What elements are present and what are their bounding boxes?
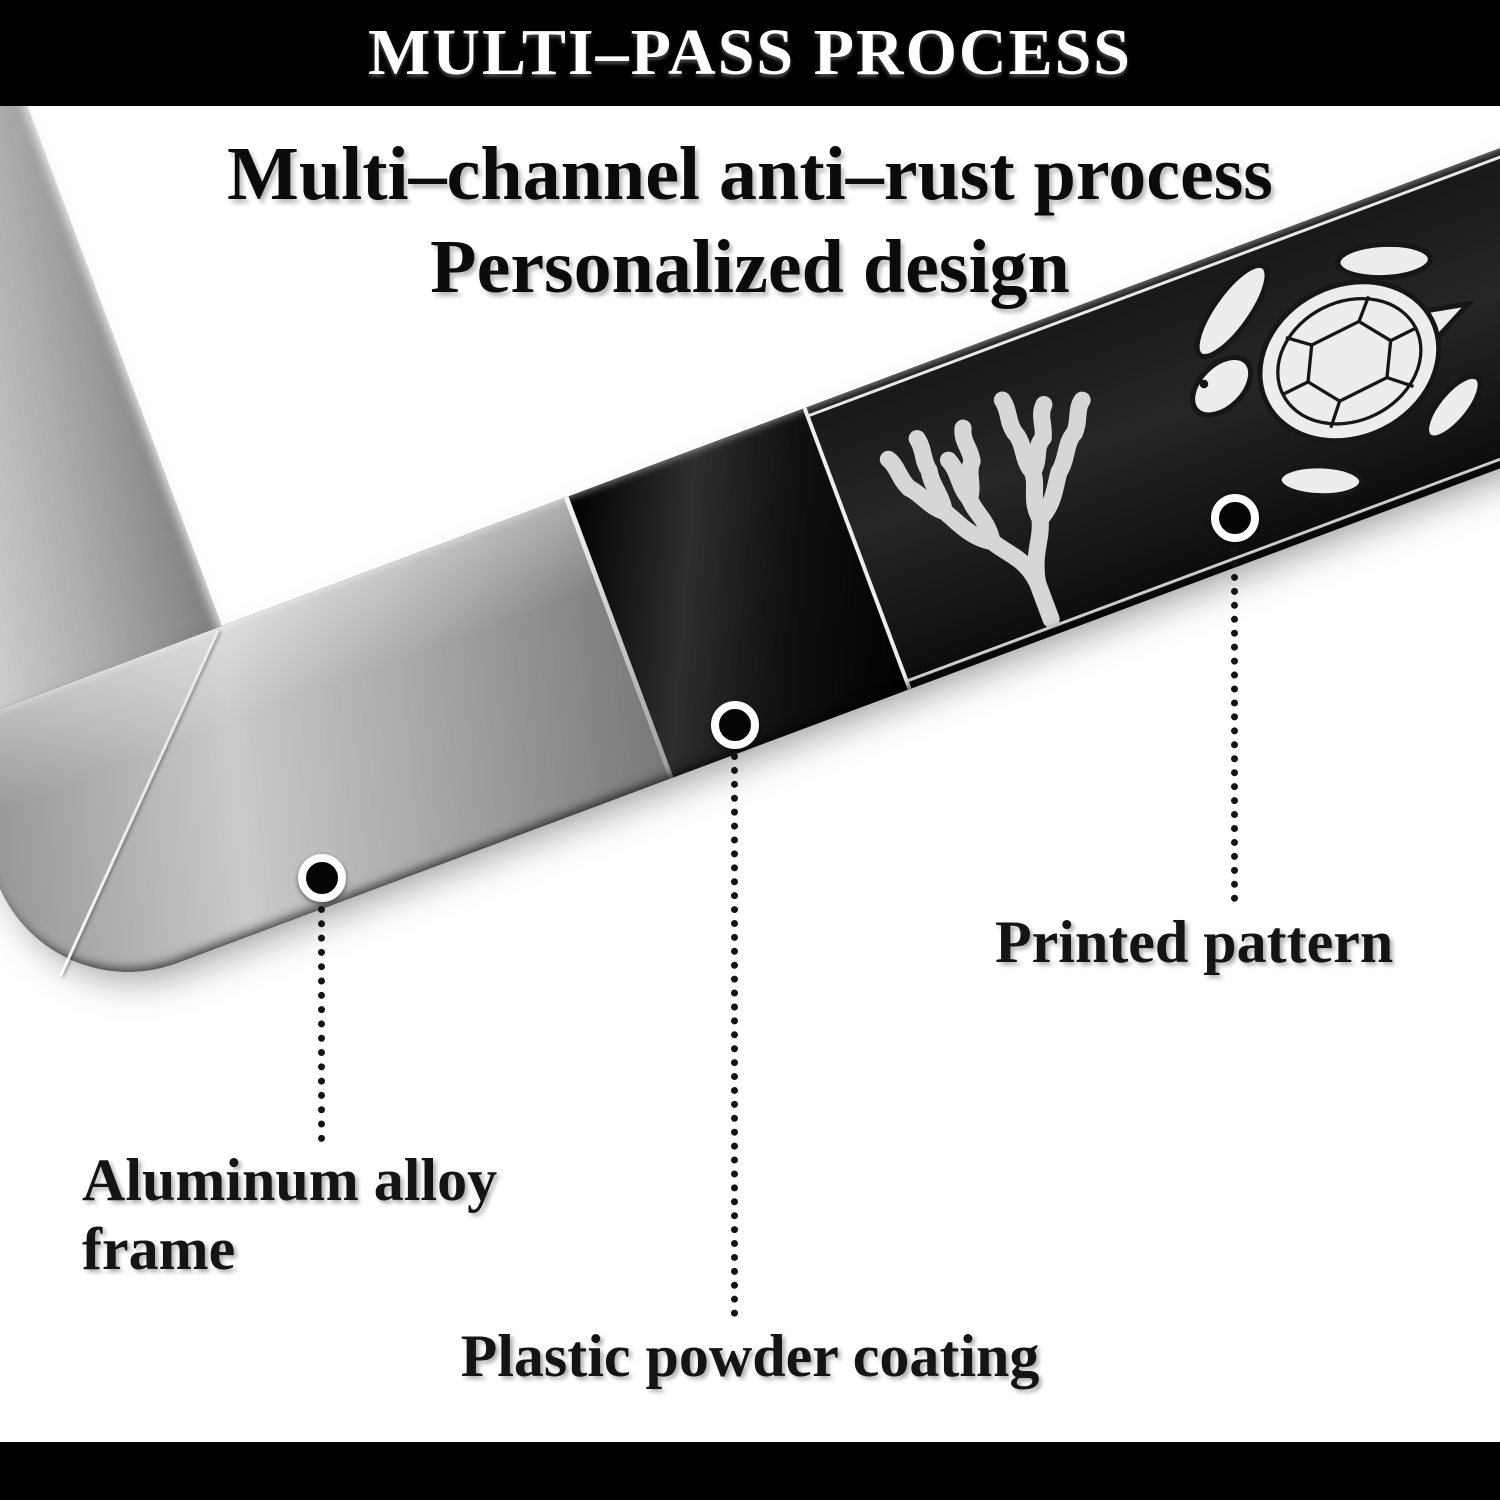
printed-section — [806, 44, 1500, 689]
callout-label-pattern: Printed pattern — [995, 909, 1394, 975]
callout-label-aluminum: Aluminum alloy frame — [82, 1147, 498, 1282]
frame-bottom-arm — [0, 44, 1500, 1013]
footer-bar — [0, 1442, 1500, 1500]
callout-label-coating: Plastic powder coating — [460, 1323, 1040, 1389]
headline-line1: Multi–channel anti–rust process — [227, 132, 1273, 216]
callout-line-aluminum — [318, 906, 325, 1142]
headline-line2: Personalized design — [430, 224, 1070, 309]
sea-turtle-icon — [1118, 165, 1500, 575]
coral-icon — [839, 321, 1171, 671]
callout-line-coating — [731, 753, 738, 1317]
callout-dot-coating — [711, 701, 759, 749]
callout-dot-aluminum — [298, 854, 346, 902]
callout-line-pattern — [1231, 546, 1238, 902]
headline-block: Multi–channel anti–rust process Personal… — [0, 128, 1500, 313]
header-bar: MULTI–PASS PROCESS — [0, 0, 1500, 106]
callout-dot-pattern — [1211, 494, 1259, 542]
page-title: MULTI–PASS PROCESS — [367, 16, 1133, 89]
frame-left-arm-aluminum — [0, 0, 225, 737]
